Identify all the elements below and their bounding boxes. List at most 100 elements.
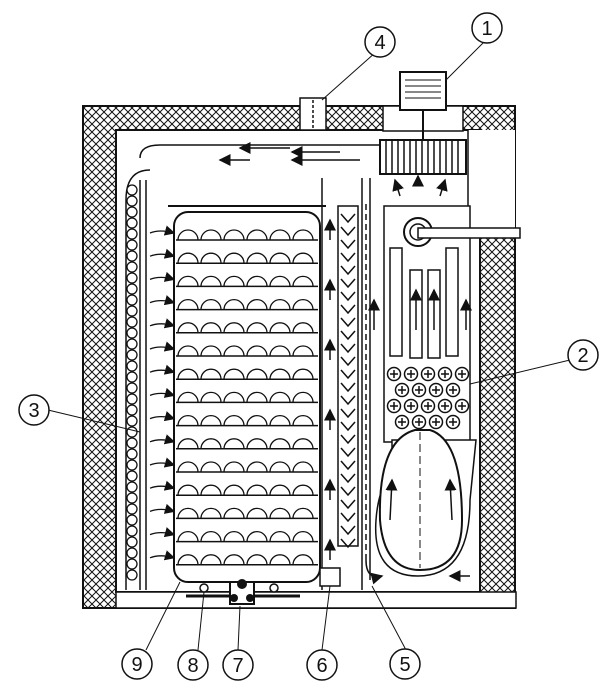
air-flow-arrow — [149, 271, 176, 282]
product-item — [246, 461, 268, 473]
product-item — [177, 554, 199, 565]
product-item — [269, 229, 291, 241]
top-air-flow — [125, 100, 380, 590]
product-item — [292, 507, 314, 519]
baffle-chevron — [340, 278, 356, 289]
coil-bead — [126, 426, 138, 438]
product-item — [269, 322, 291, 333]
coil-bead — [126, 239, 138, 251]
product-item — [177, 252, 199, 264]
product-item — [200, 530, 222, 542]
product-item — [246, 391, 268, 403]
product-item — [269, 298, 291, 310]
product-item — [223, 554, 245, 565]
baffle-chevron — [340, 330, 356, 341]
baffle-partition — [321, 178, 384, 590]
product-item — [223, 484, 245, 496]
product-item — [200, 275, 222, 287]
product-item — [246, 530, 268, 542]
callout-6: 6 — [306, 649, 338, 681]
product-item — [246, 252, 268, 264]
baffle-chevron — [340, 304, 356, 315]
product-item — [269, 391, 291, 403]
product-item — [177, 438, 199, 449]
air-flow-arrow — [149, 411, 176, 422]
baffle-chevron — [340, 382, 356, 393]
product-item — [269, 530, 291, 542]
product-item — [269, 507, 291, 519]
air-flow-arrow — [149, 318, 176, 329]
product-item — [269, 414, 291, 426]
callouts: 1 2 3 4 5 6 7 8 — [18, 12, 599, 681]
baffle-chevron — [340, 408, 356, 419]
baffle-chevron — [340, 239, 356, 250]
baffle-chevron — [340, 213, 356, 224]
air-flow-arrow — [149, 341, 176, 352]
product-item — [292, 275, 314, 287]
air-flow-arrow — [149, 364, 176, 375]
product-item — [223, 229, 245, 241]
coil-bead — [126, 492, 138, 504]
air-flow-arrow — [149, 434, 176, 445]
svg-text:7: 7 — [232, 655, 243, 677]
product-item — [177, 229, 199, 241]
product-item — [292, 438, 314, 449]
product-item — [200, 414, 222, 426]
coil-bead — [126, 184, 138, 196]
callout-3: 3 — [18, 394, 50, 426]
air-flow-arrow — [149, 503, 176, 514]
callout-4: 4 — [364, 26, 396, 58]
air-flow-arrow — [149, 527, 176, 538]
coil-bead — [126, 206, 138, 218]
tray-rack — [168, 205, 326, 583]
baffle-chevron — [340, 291, 356, 302]
coil-bead — [126, 536, 138, 548]
coil-bead — [126, 283, 138, 295]
product-item — [223, 345, 245, 357]
product-item — [223, 530, 245, 542]
coil-bead — [126, 459, 138, 471]
coil-bead — [126, 250, 138, 262]
coil-bead — [126, 217, 138, 229]
baffle-chevron — [340, 317, 356, 328]
coil-bead — [126, 547, 138, 559]
coil-bead — [126, 481, 138, 493]
baffle-chevron — [340, 265, 356, 276]
coil-bead — [126, 569, 138, 581]
svg-text:3: 3 — [28, 400, 39, 422]
baffle-chevron — [340, 512, 356, 523]
product-item — [246, 298, 268, 310]
product-item — [223, 461, 245, 473]
product-item — [269, 252, 291, 264]
product-item — [177, 414, 199, 426]
product-item — [177, 275, 199, 287]
coil-bead — [126, 327, 138, 339]
product-item — [269, 438, 291, 449]
product-item — [223, 298, 245, 310]
callout-1: 1 — [471, 12, 503, 44]
svg-text:6: 6 — [316, 655, 327, 677]
baffle-chevron — [340, 460, 356, 471]
heat-exchanger — [368, 174, 521, 443]
coil-bead — [126, 371, 138, 383]
product-item — [269, 461, 291, 473]
baffle-chevron — [340, 421, 356, 432]
svg-text:8: 8 — [187, 655, 198, 677]
product-item — [177, 391, 199, 403]
product-item — [246, 414, 268, 426]
product-item — [246, 507, 268, 519]
air-flow-arrow — [149, 248, 176, 259]
svg-text:4: 4 — [374, 32, 385, 54]
product-item — [200, 229, 222, 241]
product-item — [223, 391, 245, 403]
baffle-chevron — [340, 434, 356, 445]
baffle-chevron — [340, 395, 356, 406]
product-item — [269, 554, 291, 565]
product-item — [246, 368, 268, 380]
product-item — [223, 438, 245, 449]
product-item — [292, 252, 314, 264]
coil-bead — [126, 393, 138, 405]
baffle-chevron — [340, 447, 356, 458]
